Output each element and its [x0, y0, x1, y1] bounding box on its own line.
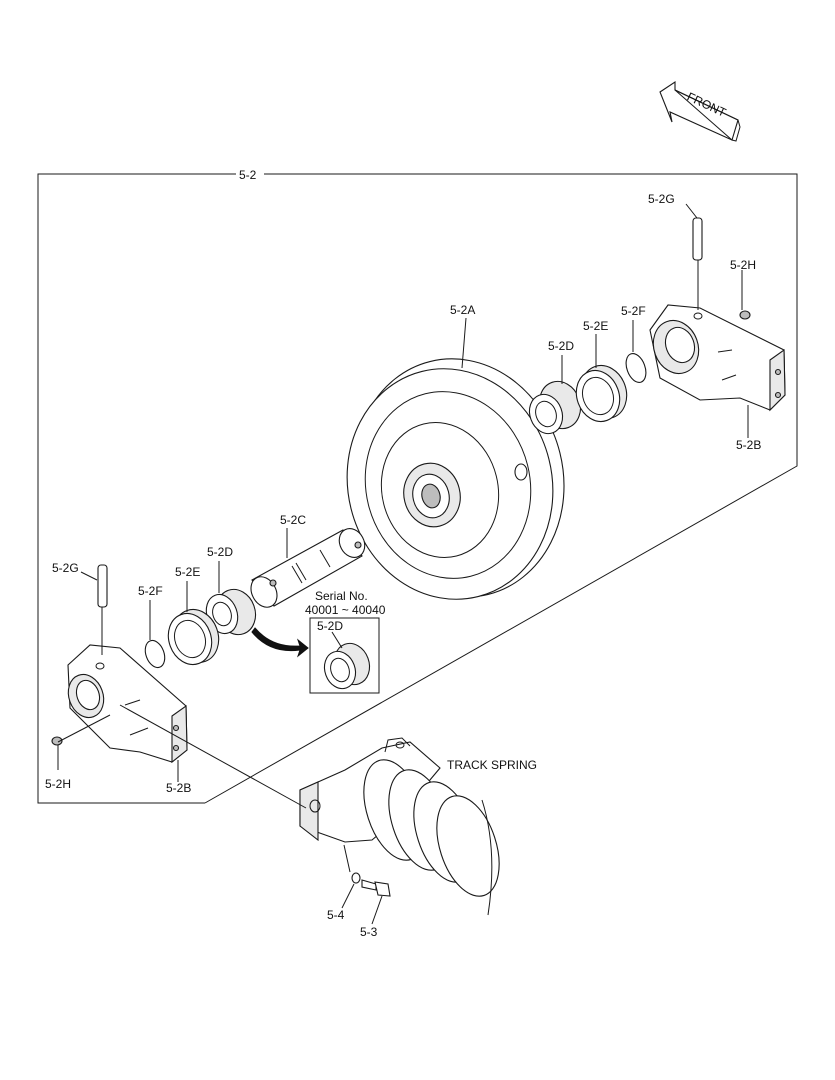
shaft-label: 5-2C: [280, 513, 306, 527]
washer: 5-4: [327, 872, 361, 922]
pin-right: 5-2G: [648, 192, 703, 310]
bracket-left: 5-2B: [67, 644, 191, 795]
front-arrow: FRONT: [659, 80, 741, 142]
bracket-leader: [119, 704, 307, 809]
oring-left-label: 5-2F: [138, 584, 163, 598]
idler-wheel: 5-2A: [346, 303, 565, 600]
pin-left-label: 5-2G: [52, 561, 79, 575]
bracket-right-label: 5-2B: [736, 438, 761, 452]
bolt: 5-3: [360, 879, 391, 939]
shaft: 5-2C: [250, 513, 366, 608]
serial-note-line2: 40001 ~ 40040: [305, 603, 386, 617]
bushing-right-label: 5-2D: [548, 339, 574, 353]
plug-left-label: 5-2H: [45, 777, 71, 791]
plug-left: 5-2H: [45, 714, 111, 791]
seal-left-label: 5-2E: [175, 565, 200, 579]
seal-right: 5-2E: [575, 319, 628, 423]
assembly-label: 5-2: [239, 168, 257, 182]
bracket-left-label: 5-2B: [166, 781, 191, 795]
plug-right-label: 5-2H: [730, 258, 756, 272]
oring-right-label: 5-2F: [621, 304, 646, 318]
plug-right: 5-2H: [730, 258, 756, 320]
bushing-left-label: 5-2D: [207, 545, 233, 559]
assembly-frame: 5-2: [37, 168, 798, 804]
bushing-left: 5-2D: [205, 545, 257, 636]
washer-label: 5-4: [327, 908, 345, 922]
serial-note-line1: Serial No.: [315, 589, 368, 603]
oring-right: 5-2F: [621, 304, 647, 383]
bolt-label: 5-3: [360, 925, 378, 939]
bracket-right: 5-2B: [649, 304, 786, 452]
serial-inset: Serial No. 40001 ~ 40040 5-2D: [251, 589, 386, 694]
track-spring: TRACK SPRING: [299, 737, 537, 916]
seal-left: 5-2E: [167, 565, 220, 666]
track-spring-label: TRACK SPRING: [447, 758, 537, 772]
idler-label: 5-2A: [450, 303, 475, 317]
pin-right-label: 5-2G: [648, 192, 675, 206]
pin-left: 5-2G: [52, 561, 108, 655]
oring-left: 5-2F: [138, 584, 166, 669]
seal-right-label: 5-2E: [583, 319, 608, 333]
bushing-right: 5-2D: [528, 339, 582, 435]
bushing-inset-label: 5-2D: [317, 619, 343, 633]
